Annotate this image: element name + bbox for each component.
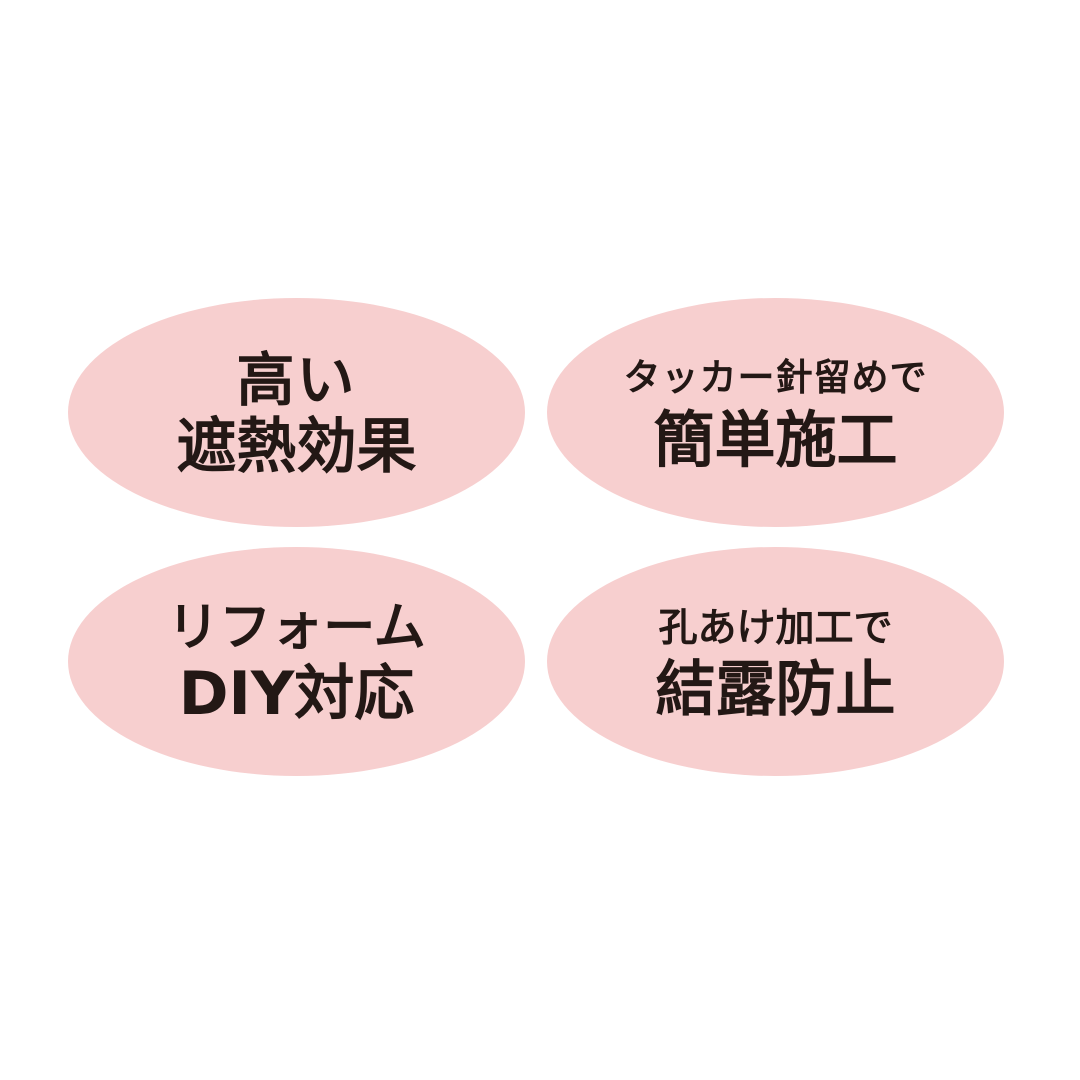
feature-badge-subtitle: タッカー針留めで <box>623 355 928 399</box>
feature-badge-subtitle: リフォーム <box>167 597 426 658</box>
feature-badge-heat-shielding: 高い 遮熱効果 <box>68 298 525 527</box>
feature-badge-title: 遮熱効果 <box>176 411 417 482</box>
feature-badge-subtitle: 高い <box>236 345 357 414</box>
feature-badge-reform-diy: リフォーム DIY対応 <box>68 547 525 776</box>
feature-badge-title: 簡単施工 <box>653 404 898 476</box>
feature-badge-condensation-prevention: 孔あけ加工で 結露防止 <box>547 547 1004 776</box>
feature-badge-subtitle: 孔あけ加工で <box>658 606 893 651</box>
feature-badge-title: 結露防止 <box>655 655 896 725</box>
feature-badge-title: DIY対応 <box>178 658 415 729</box>
feature-badge-easy-install: タッカー針留めで 簡単施工 <box>547 298 1004 527</box>
